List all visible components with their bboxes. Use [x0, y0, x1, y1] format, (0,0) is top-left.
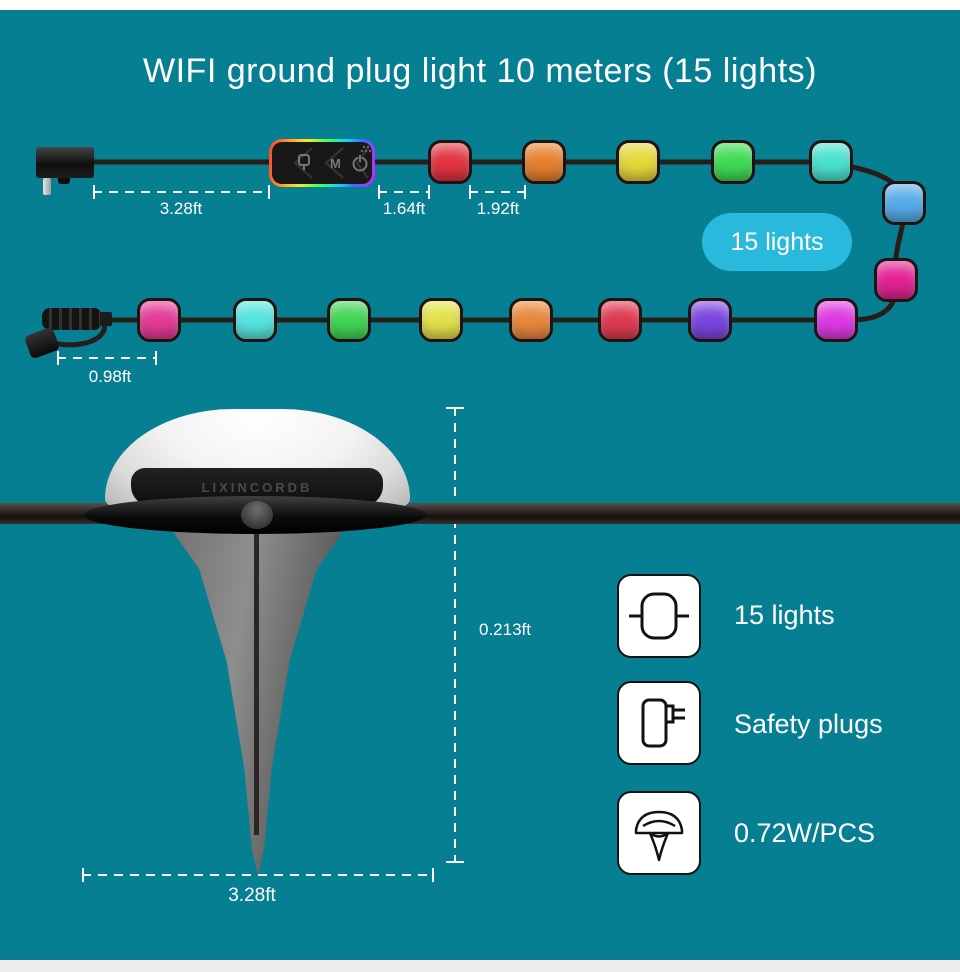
tail-connector	[42, 308, 102, 330]
controller-buttons: M	[293, 145, 372, 179]
light-bulb	[809, 140, 853, 184]
measurement-line-tail	[57, 351, 157, 365]
brand-label: LIXINCORDB	[201, 479, 313, 495]
page-title: WIFI ground plug light 10 meters (15 lig…	[143, 52, 817, 90]
feature-label: 15 lights	[734, 600, 835, 630]
measurement-line-controller-to-light	[378, 185, 430, 199]
light-bulb	[688, 298, 732, 342]
top-divider-bar	[0, 0, 960, 10]
light-bulb	[428, 140, 472, 184]
measurement-label: 0.213ft	[479, 620, 531, 639]
measurement-line-stake-width	[82, 868, 434, 882]
tail-connector-tip	[100, 312, 112, 326]
plug-nub	[58, 178, 70, 184]
feature-label: Safety plugs	[734, 709, 883, 739]
power-plug	[36, 147, 94, 178]
light-bulb	[327, 298, 371, 342]
light-bulb	[814, 298, 858, 342]
rgb-controller: M	[269, 139, 375, 187]
light-bulb	[509, 298, 553, 342]
measurement-label: 0.98ft	[88, 367, 132, 386]
ground-stake-slit	[254, 530, 259, 835]
string-light-icon	[629, 592, 689, 640]
light-bulb	[598, 298, 642, 342]
measurement-line-plug-to-controller	[93, 185, 270, 199]
lights-count-badge: 15 lights	[702, 213, 852, 271]
light-bulb	[522, 140, 566, 184]
light-bulb	[874, 258, 918, 302]
rim-knob	[241, 501, 273, 529]
measurement-label: 3.28ft	[228, 885, 276, 906]
measurement-label: 1.92ft	[476, 199, 520, 218]
measurement-label: 3.28ft	[159, 199, 203, 218]
controller-body: M	[272, 142, 372, 184]
light-bulb	[419, 298, 463, 342]
feature-label: 0.72W/PCS	[734, 818, 876, 848]
speaker-dots-icon	[360, 145, 372, 153]
ground-stake-icon	[634, 810, 684, 862]
light-bulb	[233, 298, 277, 342]
light-bulb	[882, 181, 926, 225]
light-bulb	[711, 140, 755, 184]
bottom-divider-bar	[0, 960, 960, 972]
safety-plug-icon	[641, 698, 685, 748]
light-bulb	[137, 298, 181, 342]
light-bulb	[616, 140, 660, 184]
measurement-line-stake-height	[446, 407, 464, 863]
mode-button-label: M	[330, 156, 341, 171]
feature-card	[617, 574, 701, 658]
feature-card	[617, 681, 701, 765]
measurement-line-light-spacing	[469, 185, 526, 199]
measurement-label: 1.64ft	[382, 199, 426, 218]
plug-pin	[43, 178, 51, 195]
feature-card	[617, 791, 701, 875]
power-icon	[352, 155, 368, 172]
color-mode-icon	[298, 154, 310, 170]
